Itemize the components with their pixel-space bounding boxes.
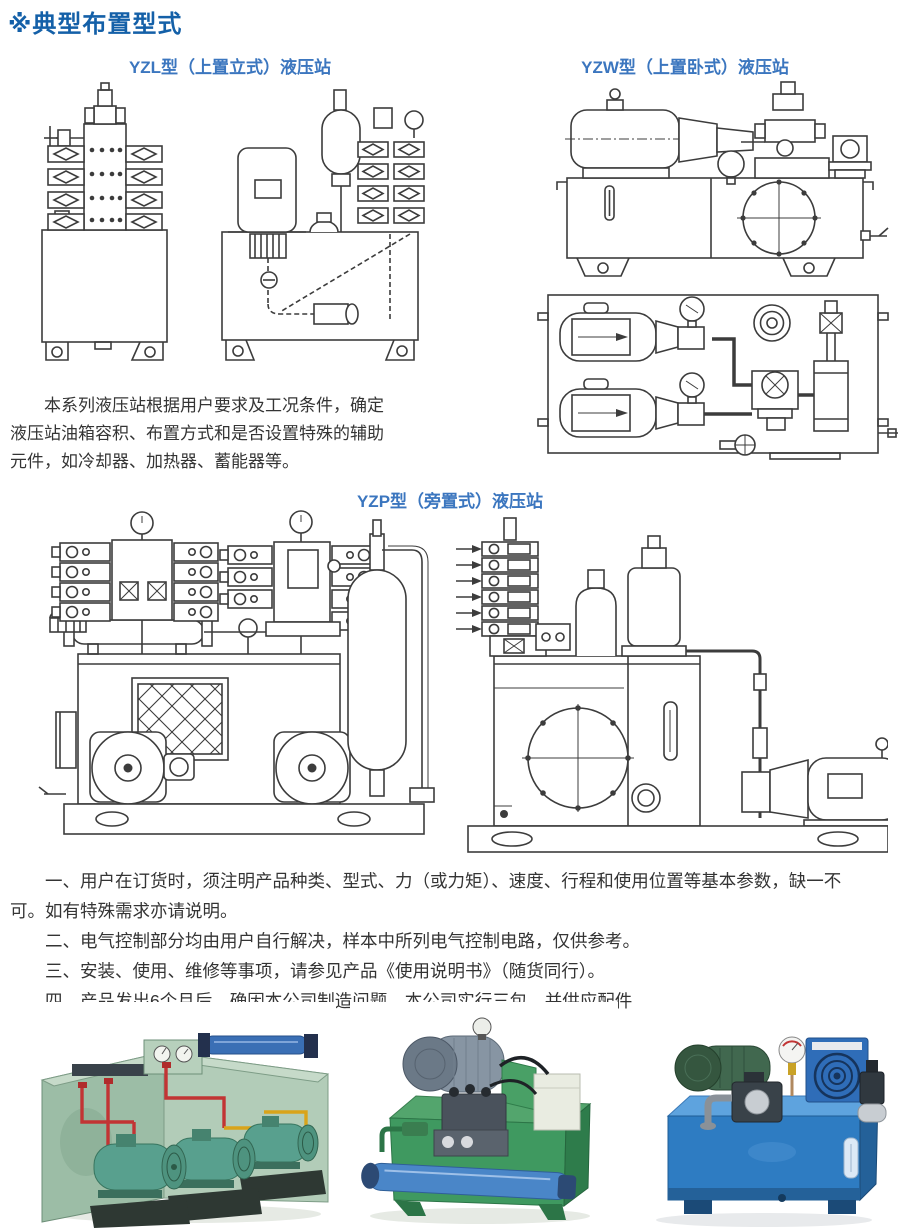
yzp-drawing — [38, 510, 888, 853]
photo-blue-unit — [632, 1002, 890, 1228]
intro-paragraph: 本系列液压站根据用户要求及工况条件，确定液压站油箱容积、布置方式和是否设置特殊的… — [10, 396, 384, 471]
yzl-figure-label: YZL型（上置立式）液压站 — [128, 58, 332, 77]
photo-green-three-motor-unit — [16, 1002, 336, 1228]
product-photo-row — [16, 1002, 890, 1228]
note-1: 一、用户在订货时，须注明产品种类、型式、力（或力矩）、速度、行程和使用位置等基本… — [10, 871, 842, 921]
photo-green-compact-unit — [350, 1002, 618, 1228]
yzw-figure-label: YZW型（上置卧式）液压站 — [581, 58, 789, 77]
yzl-drawing — [41, 82, 425, 361]
note-2: 二、电气控制部分均由用户自行解决，样本中所列电气控制电路，仅供参考。 — [45, 931, 640, 951]
note-3: 三、安装、使用、维修等事项，请参见产品《使用说明书》（随货同行）。 — [45, 961, 605, 981]
yzw-top-view-drawing — [537, 294, 898, 460]
yzp-figure-label: YZP型（旁置式）液压站 — [356, 492, 544, 511]
page-title: ※典型布置型式 — [8, 11, 183, 38]
ordering-notes: 一、用户在订货时，须注明产品种类、型式、力（或力矩）、速度、行程和使用位置等基本… — [10, 866, 858, 1016]
yzw-side-view-drawing — [556, 81, 889, 277]
